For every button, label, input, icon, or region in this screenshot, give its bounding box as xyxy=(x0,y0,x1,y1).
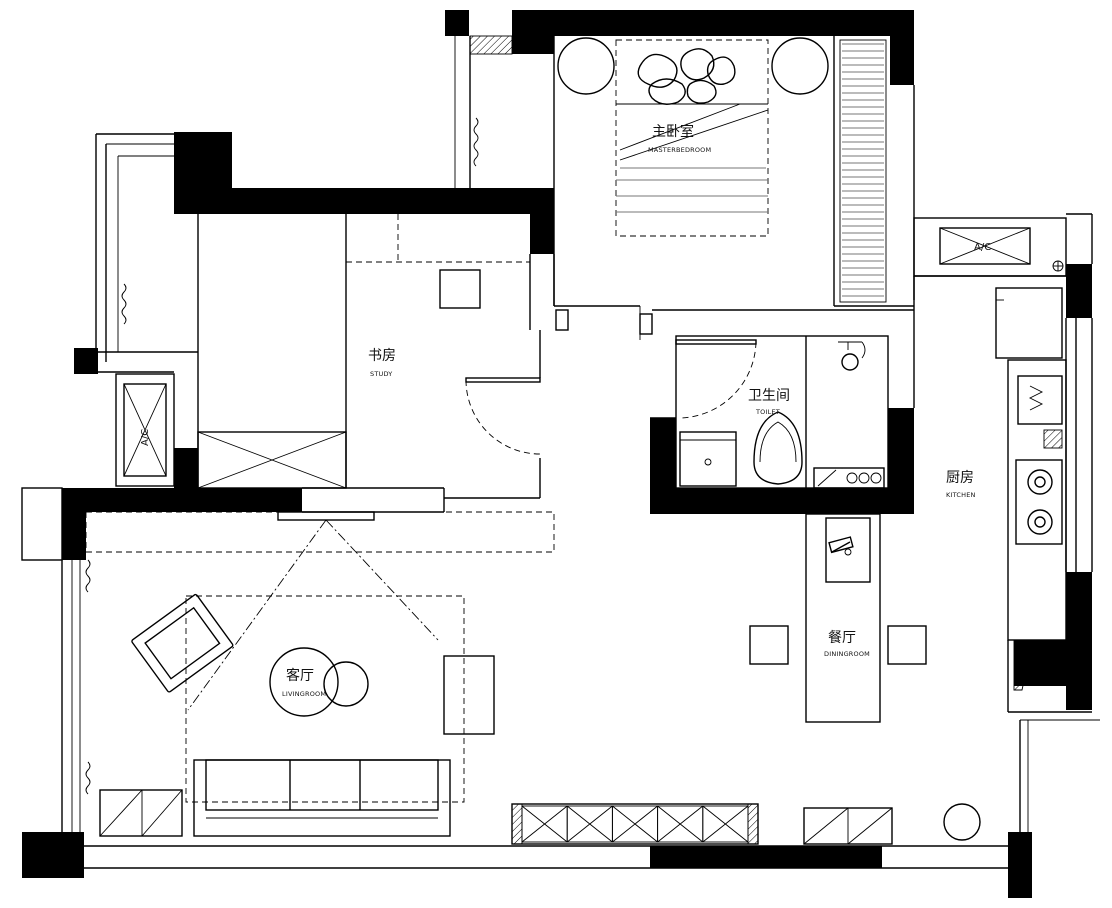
room-labels: 主卧室 MASTERBEDROOM 书房 STUDY 卫生间 TOILET 厨房… xyxy=(282,123,976,698)
kitchen-label: 厨房 xyxy=(946,470,974,486)
dining-room-label: 餐厅 xyxy=(828,630,856,646)
living-room-furniture xyxy=(85,511,893,845)
master-bedroom-label-en: MASTERBEDROOM xyxy=(648,146,711,154)
toilet-fixtures xyxy=(679,341,885,489)
master-bedroom-label: 主卧室 xyxy=(652,123,694,140)
ac-label-kitchen: A/C xyxy=(974,242,991,253)
ac-unit-left: A/C xyxy=(123,383,167,477)
ac-label-left: A/C xyxy=(140,429,151,446)
study-furniture xyxy=(197,269,481,489)
study-label-en: STUDY xyxy=(370,370,392,378)
toilet-label-en: TOILET xyxy=(755,408,780,416)
toilet-label: 卫生间 xyxy=(748,388,790,404)
living-room-label: 客厅 xyxy=(286,667,314,684)
kitchen-label-en: KITCHEN xyxy=(946,491,976,499)
living-room-label-en: LIVINGROOM xyxy=(282,690,326,698)
study-label: 书房 xyxy=(368,348,396,364)
dining-furniture xyxy=(749,536,981,841)
dining-room-label-en: DININGROOM xyxy=(824,650,870,658)
kitchen-furniture: A/C xyxy=(939,227,1064,691)
structural-walls xyxy=(22,10,1092,898)
wall-outlines xyxy=(21,35,1100,869)
doors xyxy=(85,117,757,795)
master-bedroom-furniture xyxy=(557,37,887,303)
